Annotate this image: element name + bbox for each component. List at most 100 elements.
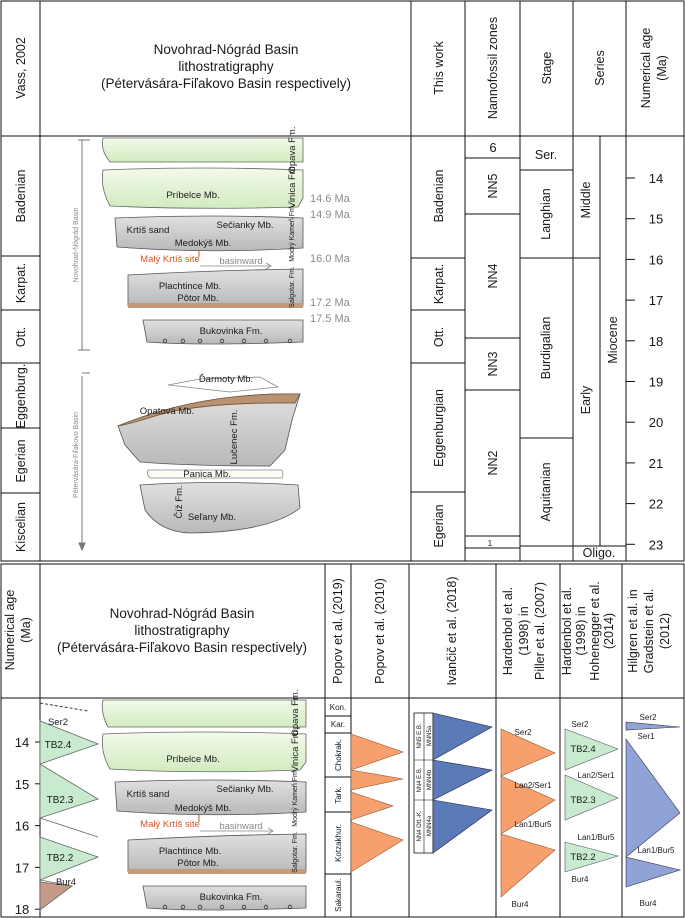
series-early: Early <box>579 385 593 414</box>
b-basinward-arrowhead <box>267 827 274 835</box>
tb-label-bur4: Bur4 <box>56 877 76 888</box>
b-label-basinward: basinward <box>219 821 262 832</box>
hohenegger-tb23: TB2.3 <box>570 795 595 806</box>
petervasara-range-label: Pétervására-Fiľakovo Basin <box>73 412 80 498</box>
hohenegger-lan2-ser1: Lan2/Ser1 <box>578 771 615 780</box>
ivancic-nn4eb: NN4 E.B. <box>417 767 423 792</box>
top-age-tick-label-17: 17 <box>649 293 663 308</box>
label-plachtince: Plachtince Mb. <box>159 281 221 292</box>
top-formations <box>101 137 304 534</box>
gradstein-ser2: Ser2 <box>640 713 657 722</box>
hohenegger-bur4: Bur4 <box>572 875 589 884</box>
label-medokys: Medokýš Mb. <box>175 238 232 249</box>
bottom-age-tick-label-14: 14 <box>15 735 29 750</box>
nanno-1: 1 <box>488 539 493 548</box>
col-series-header: Series <box>593 50 607 85</box>
tb22-triangle <box>39 836 100 881</box>
label-krtis: Krtíš sand <box>127 225 170 236</box>
tb24-triangle <box>39 720 100 765</box>
bottom-age-header-2: (Ma) <box>19 617 33 643</box>
b-label-potor: Pôtor Mb. <box>177 858 218 869</box>
col-hilgren-line3: (2012) <box>658 613 672 649</box>
stage-burdigalian: Burdigalian <box>539 317 553 380</box>
hohenegger-lan1-bur5: Lan1/Bur5 <box>578 833 615 842</box>
ivancic-column <box>413 712 493 854</box>
popov2010-tri-2 <box>350 769 404 791</box>
this-work-ott: Ott. <box>432 327 446 347</box>
age-17-2: 17.2 Ma <box>310 297 351 309</box>
this-work-egerian: Egerian <box>432 504 446 547</box>
basinward-arrowhead <box>265 262 272 270</box>
popov2010-tri-1 <box>350 733 404 771</box>
top-panel: Vass, 2002 Novohrad-Nógrád Basin lithost… <box>0 0 685 562</box>
vass-stage-karpat: Karpat. <box>14 263 28 303</box>
label-lucenec: Lučenec Fm. <box>229 410 240 465</box>
b-label-bukovinka: Bukovinka Fm. <box>200 892 263 903</box>
hohenegger-tb22: TB2.2 <box>570 852 595 863</box>
pribelce-body <box>101 167 304 209</box>
bottom-age-tick-label-18: 18 <box>15 902 29 917</box>
b-label-secianky: Sečianky Mb. <box>216 784 273 795</box>
label-vinica: Vinica Fm. <box>287 164 298 209</box>
piller-ser2: Ser2 <box>515 728 532 737</box>
label-ciz: Číž Fm. <box>174 485 185 518</box>
col-this-work-header: This work <box>432 41 446 95</box>
hohenegger-tri-1 <box>564 728 619 771</box>
gradstein-tri-1 <box>625 721 681 731</box>
popov2019-tark: Tark. <box>334 786 343 803</box>
gradstein-bur4: Bur4 <box>640 899 657 908</box>
b-label-maly-krtis: Malý Krtíš site <box>140 819 200 830</box>
label-pribelce: Príbelce Mb. <box>166 190 219 201</box>
popov2010-tri-4 <box>350 821 404 873</box>
age-14-6: 14.6 Ma <box>310 193 351 205</box>
nanno-nn3: NN3 <box>486 351 500 376</box>
top-age-tick-label-16: 16 <box>649 252 663 267</box>
b-plachtince-body <box>127 833 307 873</box>
label-panica: Panica Mb. <box>183 469 231 480</box>
ivancic-tri-3 <box>432 799 493 854</box>
series-middle: Middle <box>579 182 593 219</box>
ivancic-tri-2 <box>432 759 493 801</box>
b-label-salgotar: Salgotar. Fm. <box>292 831 299 873</box>
label-darmoty: Ďarmoty Mb. <box>199 374 253 385</box>
col-popov2019-header: Popov et al. (2019) <box>331 578 345 684</box>
bottom-age-tick-label-15: 15 <box>15 777 29 792</box>
vass-stage-ott: Ott. <box>14 327 28 347</box>
b-label-medokys: Medokýš Mb. <box>175 803 232 814</box>
piller-tri-1 <box>500 728 556 777</box>
b-bukovinka-pebbles <box>162 904 293 910</box>
hohenegger-tri-3 <box>564 841 620 873</box>
col-age-header-2: (Ma) <box>655 55 669 81</box>
nanno-6: 6 <box>489 140 496 155</box>
label-opatova: Opatová Mb. <box>140 406 194 417</box>
opatova-body <box>117 393 301 427</box>
label-selany: Seľany Mb. <box>188 512 236 523</box>
stage-langhian: Langhian <box>539 188 553 239</box>
tb-label-ser2: Ser2 <box>48 717 68 728</box>
b-label-pribelce: Príbelce Mb. <box>166 754 219 765</box>
col-hard2-line2: (1998) in <box>574 606 588 655</box>
ivancic-mnn4b: MNN4b <box>427 769 433 790</box>
bukovinka-pebbles <box>162 338 293 344</box>
b-opava-body <box>101 699 307 728</box>
popov2019-kotzakhur: Kotzakhur. <box>334 824 343 862</box>
ivancic-nn5: NN5 E.B. <box>417 723 423 748</box>
top-age-tick-label-14: 14 <box>649 171 663 186</box>
b-label-vinica: Vinica Fm. <box>290 728 301 773</box>
gradstein-ser1: Ser1 <box>638 732 655 741</box>
col-hard1-line1: Hardenbol et al. <box>501 587 515 675</box>
label-maly-krtis: Malý Krtíš site <box>140 254 200 265</box>
ivancic-mnn4a: MNN4a <box>427 815 433 836</box>
b-label-modry: Modrý Kameň Fm. <box>292 769 299 827</box>
vass-stage-badenian: Badenian <box>14 170 28 223</box>
bottom-panel: Numerical age (Ma) Novohrad-Nógrád Basin… <box>0 563 685 918</box>
label-opava: Opava Fm. <box>287 127 298 174</box>
popov2019-kon: Kon. <box>330 703 346 712</box>
vass-stage-eggenburg: Eggenburg. <box>14 364 28 429</box>
vass-stage-egerian: Egerian <box>14 439 28 482</box>
label-potor: Pôtor Mb. <box>177 293 218 304</box>
popov2010-triangles <box>350 733 404 873</box>
tb23-triangle <box>39 763 99 819</box>
